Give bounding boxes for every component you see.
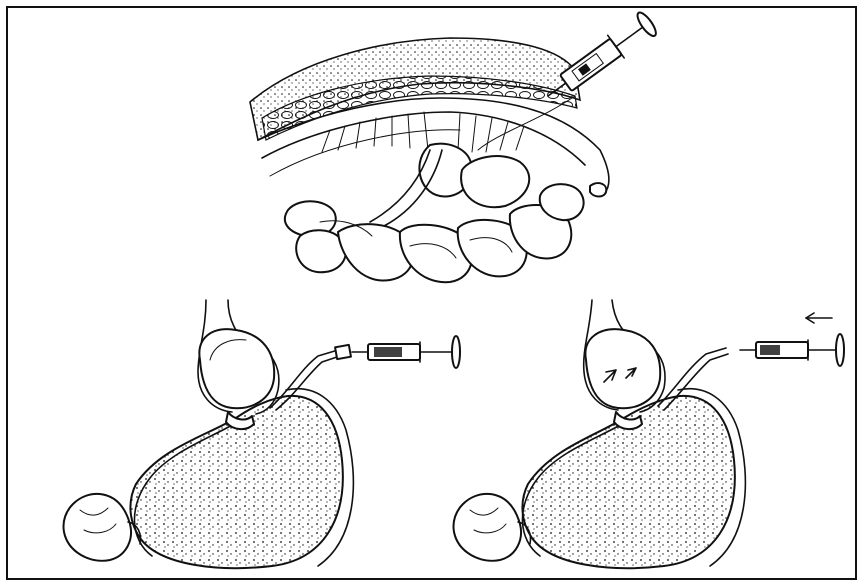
- syringe-right: [740, 334, 844, 366]
- syringe-left: [352, 336, 460, 368]
- top-panel-abdomen: [250, 10, 659, 282]
- duodenum-right: [453, 494, 521, 561]
- organ-lobe: [461, 156, 529, 207]
- bowel-loops: [285, 184, 584, 282]
- arrow-left-icon: [806, 313, 832, 323]
- bottom-left-panel-stomach: [63, 300, 460, 568]
- balloon-left: [199, 329, 274, 408]
- duodenum-left: [63, 494, 131, 561]
- balloon-right: [585, 329, 660, 408]
- bottom-right-panel-stomach: [453, 300, 844, 568]
